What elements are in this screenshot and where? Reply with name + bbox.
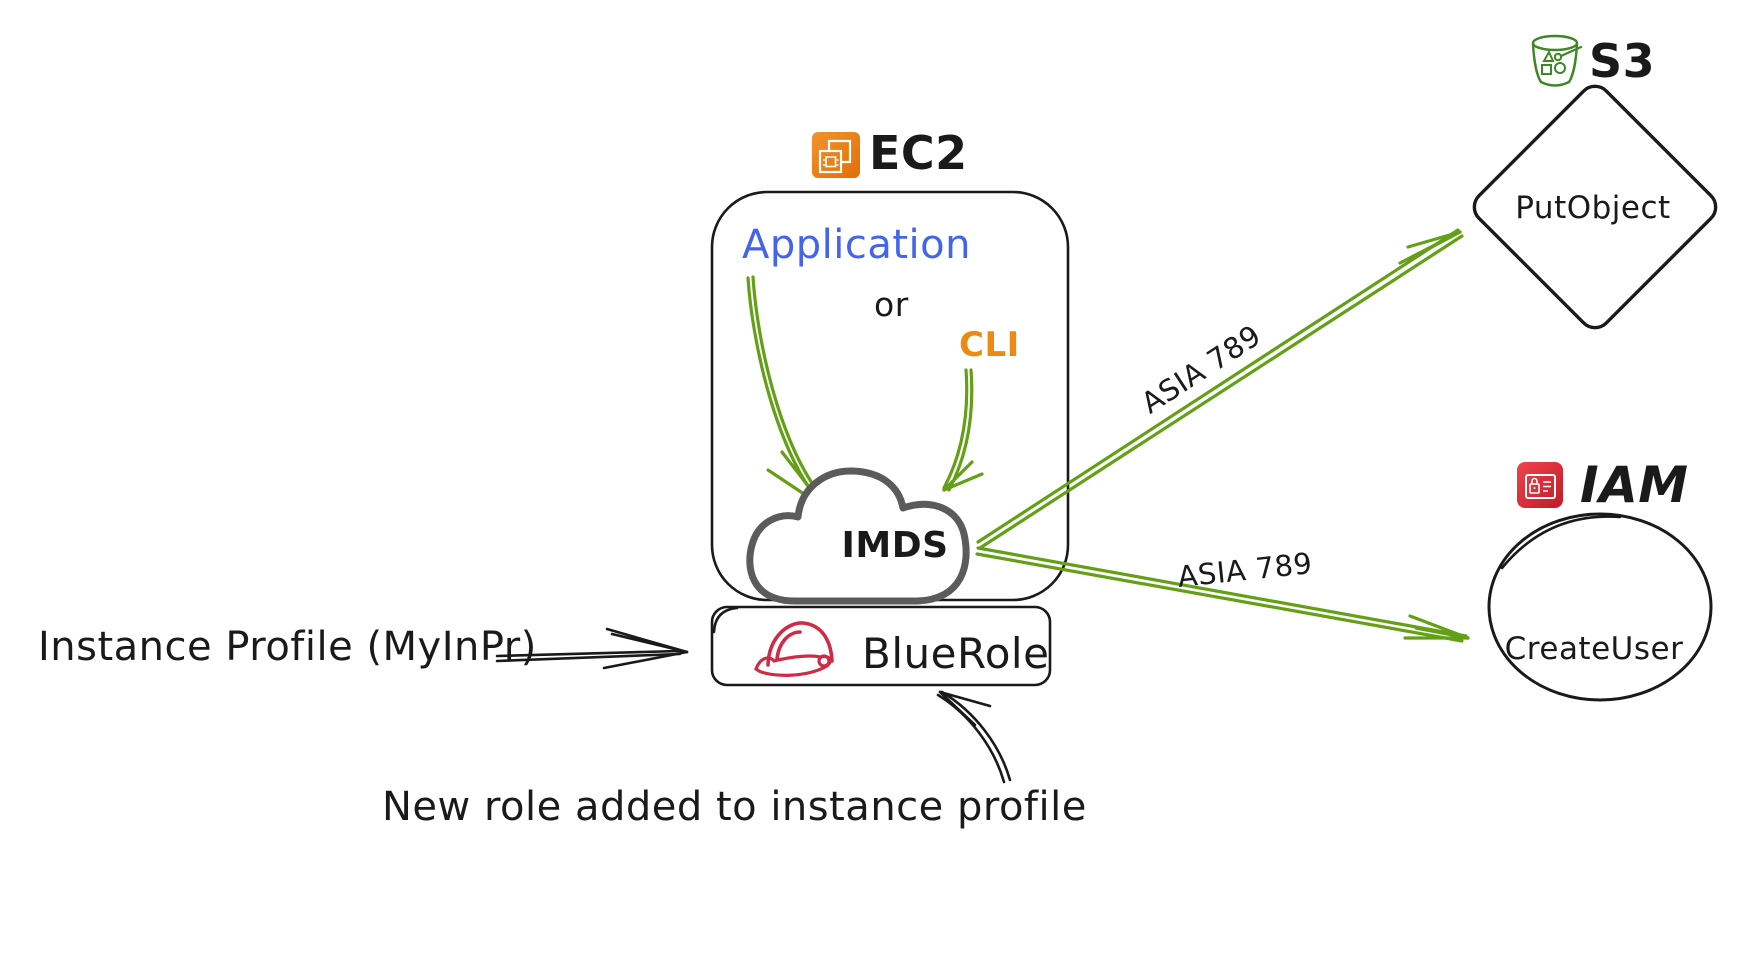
arrow-imds-to-s3 [976, 228, 1464, 550]
credential-label-iam: ASIA 789 [1176, 546, 1314, 594]
cli-label: CLI [959, 325, 1020, 365]
s3-service-label: S3 [1589, 34, 1655, 88]
iam-node: IAM CreateUser [1487, 456, 1713, 702]
arrow-application-to-imds [746, 275, 829, 510]
role-node: BlueRole [710, 605, 1052, 687]
iam-identity-icon [1517, 462, 1563, 508]
iam-action-ellipse [1487, 512, 1713, 702]
imds-cloud: IMDS [746, 467, 970, 605]
application-label: Application [742, 222, 971, 268]
s3-bucket-icon [1531, 34, 1583, 87]
imds-label: IMDS [841, 525, 948, 566]
iam-service-label: IAM [1580, 456, 1689, 514]
or-label: or [874, 285, 909, 324]
s3-node: S3 PutObject [1472, 34, 1718, 330]
role-label: BlueRole [862, 629, 1049, 678]
ec2-service-label: EC2 [869, 126, 968, 180]
role-hat-icon [754, 621, 834, 677]
arrow-note-to-role [936, 690, 1012, 784]
new-role-note-label: New role added to instance profile [382, 784, 1087, 830]
arrow-cli-to-imds [942, 368, 984, 492]
ec2-icon [812, 132, 860, 178]
arrow-imds-to-iam [975, 546, 1470, 643]
s3-action-diamond [1472, 84, 1718, 330]
s3-action-label: PutObject [1515, 190, 1670, 226]
role-box [710, 605, 1052, 687]
arrow-instance-profile-to-role [495, 627, 689, 670]
ec2-node: EC2 Application or CLI IMDS [710, 126, 1070, 605]
instance-profile-label: Instance Profile (MyInPr) [38, 624, 537, 670]
iam-action-label: CreateUser [1505, 631, 1684, 667]
